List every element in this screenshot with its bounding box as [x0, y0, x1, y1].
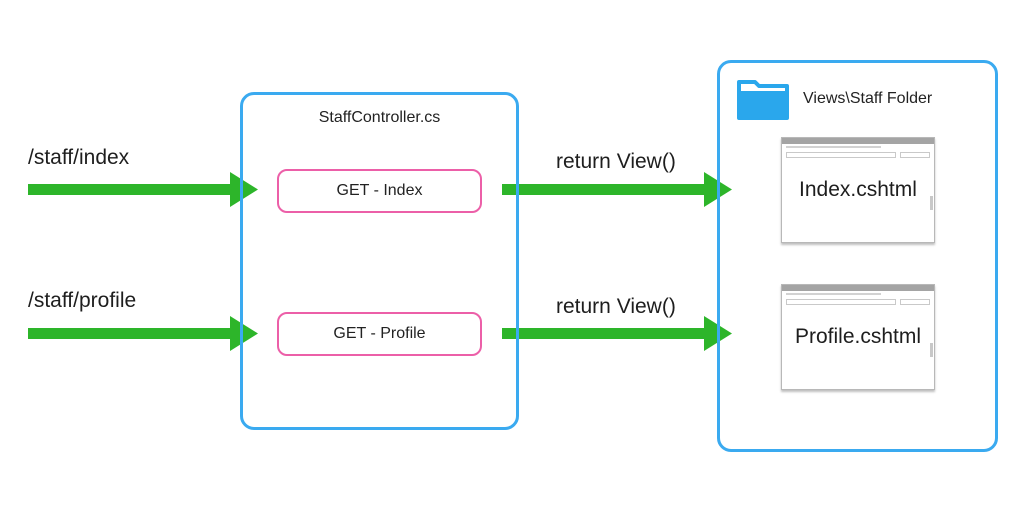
window-titlebar: [782, 285, 934, 291]
window-address-bar: [786, 299, 896, 305]
folder-title: Views\Staff Folder: [803, 90, 933, 107]
action-label: GET - Profile: [333, 325, 426, 342]
window-scrollbar: [930, 196, 933, 210]
window-menubar: [786, 146, 881, 148]
controller-title: StaffController.cs: [318, 109, 441, 126]
view-file-profile: Profile.cshtml: [781, 284, 935, 390]
folder-icon: [737, 80, 789, 120]
window-titlebar: [782, 138, 934, 144]
window-address-bar: [786, 152, 896, 158]
action-label: GET - Index: [336, 182, 423, 199]
action-get-profile: GET - Profile: [277, 312, 482, 356]
arrow-return-index: [502, 172, 732, 207]
return-label-profile: return View(): [556, 295, 676, 318]
arrow-route-index: [28, 172, 258, 207]
arrow-route-profile: [28, 316, 258, 351]
view-file-index: Index.cshtml: [781, 137, 935, 243]
action-get-index: GET - Index: [277, 169, 482, 213]
window-search-box: [900, 152, 930, 158]
window-search-box: [900, 299, 930, 305]
window-scrollbar: [930, 343, 933, 357]
controller-box: [240, 92, 519, 430]
view-file-name: Index.cshtml: [799, 178, 917, 201]
arrow-return-profile: [502, 316, 732, 351]
return-label-index: return View(): [556, 150, 676, 173]
route-label-index: /staff/index: [28, 146, 130, 169]
route-label-profile: /staff/profile: [28, 289, 137, 312]
views-folder-box: [717, 60, 998, 452]
window-menubar: [786, 293, 881, 295]
view-file-name: Profile.cshtml: [794, 325, 922, 348]
